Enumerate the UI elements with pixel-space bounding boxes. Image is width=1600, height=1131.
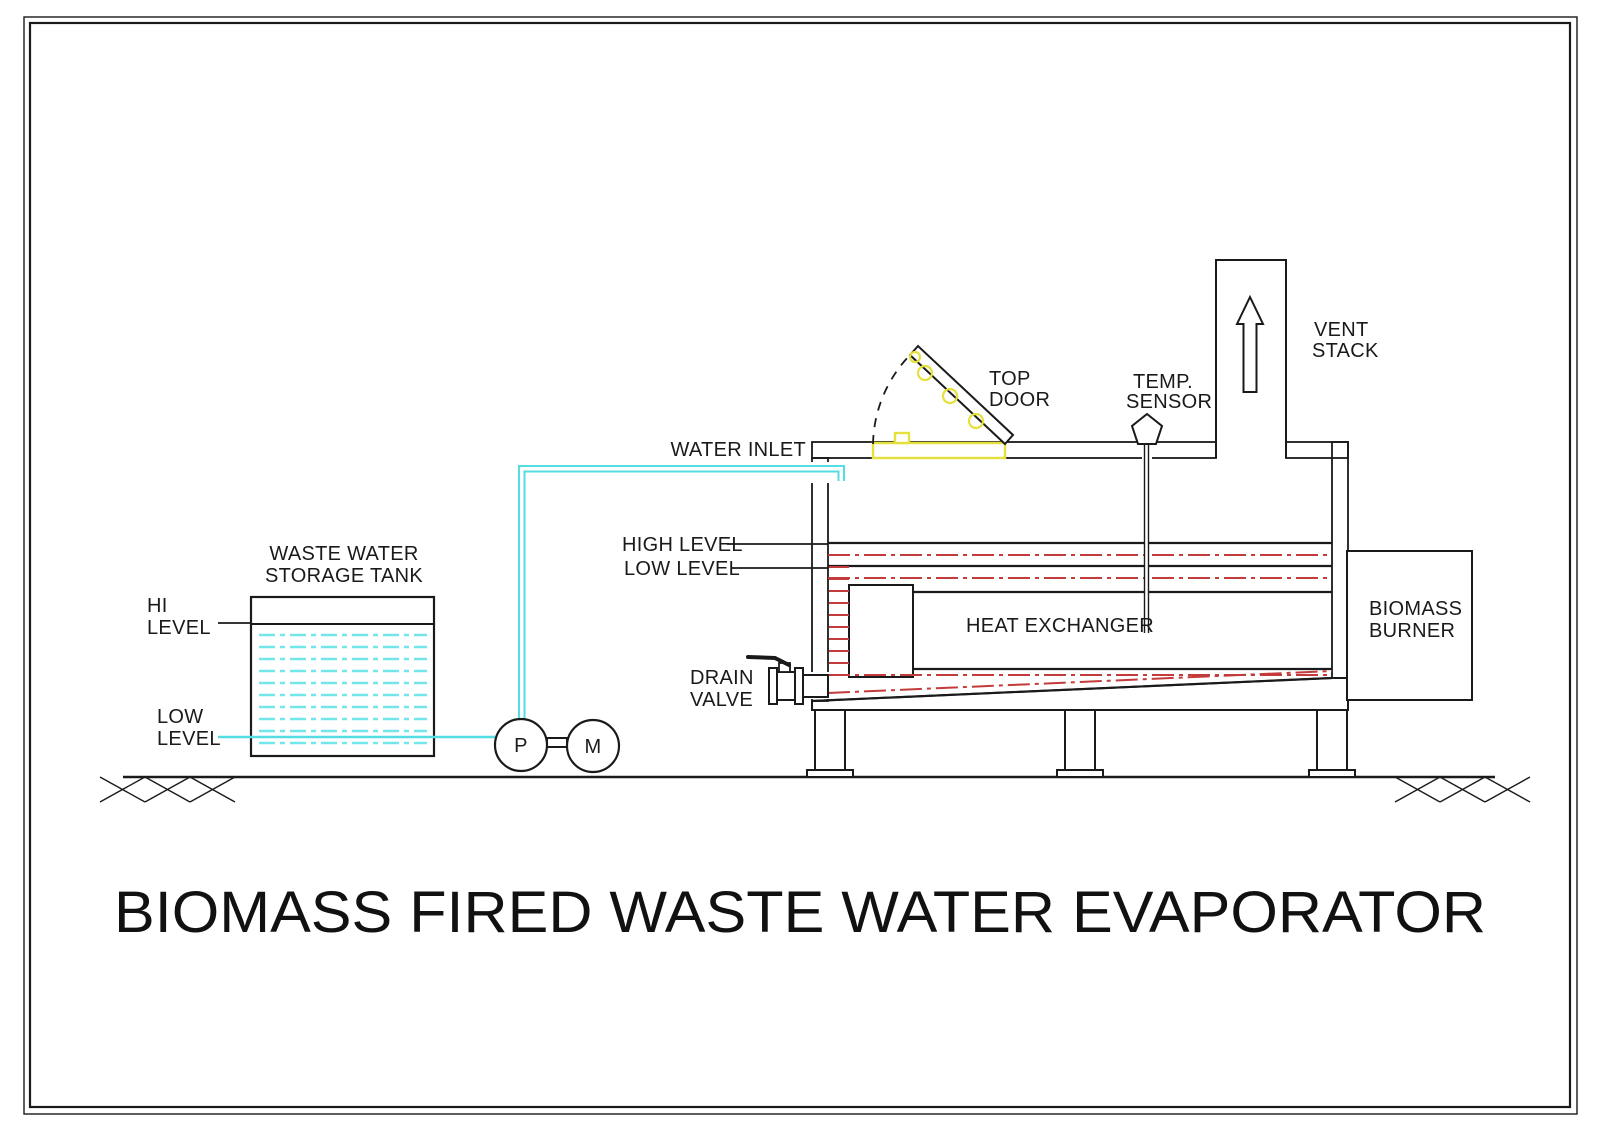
motor-circle	[565, 718, 621, 774]
tank-low-level-label-line1: LOW	[157, 706, 203, 728]
coupling	[546, 737, 568, 748]
ground-hatch-right	[1394, 776, 1531, 803]
tank-low-level-label-line2: LEVEL	[157, 728, 221, 750]
drain-valve	[746, 655, 829, 705]
valve-handle-icon	[746, 655, 791, 667]
temp-sensor	[1130, 412, 1164, 633]
evaporator-vessel	[518, 440, 1356, 778]
level-lines-red	[827, 554, 1333, 694]
door-swing-arc	[872, 354, 911, 445]
biomass-burner-label-line2: BURNER	[1369, 620, 1455, 642]
ground-hatch-left	[99, 776, 236, 803]
drain-valve-label-line2: VALVE	[690, 689, 753, 711]
water-inlet-pipe	[518, 465, 845, 719]
top-door-label-line1: TOP	[989, 368, 1031, 390]
top-wall-right	[1285, 441, 1349, 459]
door-hinge-rings	[908, 350, 985, 430]
drain-valve-label-line1: DRAIN	[690, 667, 754, 689]
vent-stack-label-line1: VENT	[1314, 319, 1369, 341]
tank-label-line1: WASTE WATER	[269, 543, 418, 565]
vessel-legs	[806, 709, 1356, 778]
sloped-floor-line	[811, 676, 1333, 703]
temp-sensor-label-line1: TEMP.	[1133, 371, 1193, 393]
top-door-open	[872, 344, 1015, 446]
heat-exchanger-header-box	[848, 584, 914, 678]
vent-stack	[1215, 259, 1287, 458]
drain-nozzle	[802, 674, 829, 698]
vent-flow-arrow-icon	[1235, 294, 1265, 393]
motor-letter: M	[585, 736, 602, 758]
biomass-burner-box	[1346, 550, 1473, 701]
sensor-head-icon	[1130, 412, 1164, 445]
outer-frame	[23, 16, 1578, 1115]
pump-letter: P	[514, 735, 528, 757]
vessel-interior	[828, 458, 1332, 701]
temp-sensor-label-line2: SENSOR	[1126, 391, 1212, 413]
top-door-closed	[871, 431, 1007, 460]
pump-motor-set: P M	[493, 717, 621, 774]
inner-frame	[28, 21, 1572, 1109]
pump-circle	[493, 717, 549, 773]
low-level-label: LOW LEVEL	[624, 558, 740, 580]
tank-label-line2: STORAGE TANK	[265, 565, 423, 587]
vent-stack-label-line2: STACK	[1312, 340, 1379, 362]
water-inlet-label: WATER INLET	[670, 439, 806, 461]
drawing-title: BIOMASS FIRED WASTE WATER EVAPORATOR	[114, 880, 1486, 945]
left-wall	[811, 457, 829, 702]
tank-water-level-lines	[259, 633, 427, 745]
tank-hi-level-label-line1: HI	[147, 595, 168, 617]
tank-hi-level-label-line2: LEVEL	[147, 617, 211, 639]
waste-water-storage-tank	[218, 595, 436, 758]
labels: WASTE WATER STORAGE TANK HI LEVEL LOW LE…	[147, 319, 1462, 750]
biomass-burner-label-line1: BIOMASS	[1369, 598, 1462, 620]
heat-exchanger-label: HEAT EXCHANGER	[966, 615, 1154, 637]
ground	[99, 775, 1531, 803]
high-level-label: HIGH LEVEL	[622, 534, 743, 556]
top-door-label-line2: DOOR	[989, 389, 1050, 411]
right-wall	[1331, 441, 1349, 679]
